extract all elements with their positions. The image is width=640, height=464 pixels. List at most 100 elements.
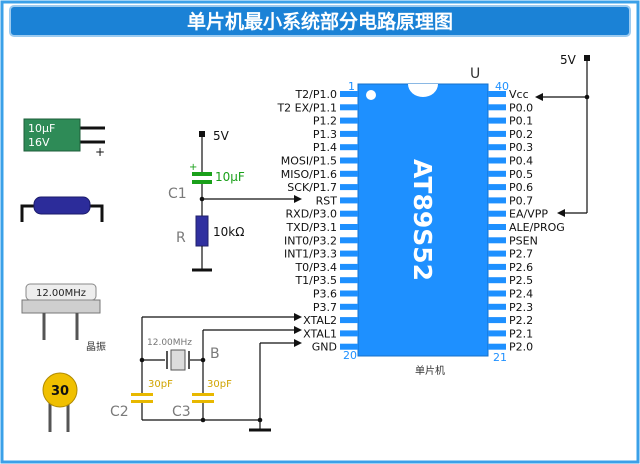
left-pin-label: RST [316,194,338,207]
left-pin-label: P1.2 [313,115,337,128]
right-pin-lead [488,317,506,324]
left-pin-label: T1/P3.5 [294,274,337,287]
elcap-body [23,118,81,152]
right-pin-lead [488,263,506,270]
r-ref: R [176,230,186,246]
right-pin-label: P2.5 [509,274,533,287]
reset-5v-label: 5V [213,129,230,143]
right-pin-lead [488,250,506,257]
right-pin-lead [488,144,506,151]
ceramic-body [42,372,78,408]
crystal-b-value: 12.00MHz [147,338,192,348]
elcap-plus: + [95,145,105,159]
right-pin-label: P0.4 [509,155,533,168]
left-pin-label: P1.4 [313,141,337,154]
elcap-line1: 10μF [28,122,55,135]
right-pin-group: VccP0.0P0.1P0.2P0.3P0.4P0.5P0.6P0.7EA/VP… [488,88,565,354]
xtal2-arrow [294,313,302,321]
left-pin-lead [340,343,358,350]
left-pin-label: INT0/P3.2 [284,234,337,247]
c1-plus: + [189,162,197,173]
right-pin-label: P2.4 [509,288,533,301]
crystal-b-body [170,349,186,371]
right-pin-label: ALE/PROG [509,221,565,234]
vcc-terminal [584,55,590,61]
right-pin-label: P0.3 [509,141,533,154]
c2-plate-bottom [131,400,153,403]
left-pin-lead [340,197,358,204]
left-pin-label: GND [312,341,337,354]
ea-arrow [557,209,565,217]
elcap-line2: 16V [28,136,50,149]
right-pin-lead [488,343,506,350]
left-pin-label: RXD/P3.0 [286,208,337,221]
c2-ref: C2 [110,404,129,420]
pin40-number: 40 [495,80,509,93]
vcc-label: 5V [560,53,577,67]
left-pin-lead [340,290,358,297]
crystal-caption: 晶振 [86,340,106,353]
vcc-junction [584,94,590,100]
chip-ref: U [470,66,480,82]
diagram-title: 单片机最小系统部分电路原理图 [187,10,453,33]
right-pin-lead [488,104,506,111]
left-pin-label: INT1/P3.3 [284,248,337,261]
crystal-circuit: 12.00MHz B 30pF C2 30pF C3 [110,313,302,432]
c1-plate-top [192,172,212,176]
resistor-body [33,196,91,215]
right-pin-lead [488,330,506,337]
left-pin-lead [340,210,358,217]
left-pin-lead [340,263,358,270]
cap-ground-junction [200,417,206,423]
left-pin-lead [340,144,358,151]
left-pin-lead [340,157,358,164]
chip-name: AT89S52 [408,159,437,281]
left-pin-group: T2/P1.0T2 EX/P1.1P1.2P1.3P1.4MOSI/P1.5MI… [276,88,358,354]
right-pin-lead [488,237,506,244]
crystal-base [21,299,101,314]
gnd-arrow [294,339,302,347]
c3-ref: C3 [172,404,191,420]
left-pin-label: T2 EX/P1.1 [276,101,337,114]
right-pin-label: P0.1 [509,115,533,128]
right-pin-label: P0.2 [509,128,533,141]
left-pin-lead [340,277,358,284]
left-pin-lead [340,250,358,257]
left-pin-lead [340,170,358,177]
right-pin-lead [488,91,506,97]
left-pin-label: TXD/P3.1 [285,221,337,234]
rst-junction [199,196,205,202]
c3-plate-top [192,393,214,396]
left-pin-label: P3.6 [313,288,337,301]
left-pin-label: T2/P1.0 [294,88,337,101]
right-pin-label: P2.1 [509,327,533,340]
left-pin-lead [340,184,358,191]
right-pin-label: Vcc [509,88,529,101]
legend-resistor [20,196,104,222]
ceramic-label: 30 [51,384,69,399]
crystal-left-junction [139,357,145,363]
right-pin-label: P0.0 [509,101,533,114]
right-pin-label: P2.6 [509,261,533,274]
right-pin-lead [488,210,506,217]
left-pin-label: XTAL1 [303,327,337,340]
left-pin-lead [340,330,358,337]
left-pin-label: XTAL2 [303,314,337,327]
c1-ref: C1 [168,186,187,202]
c3-plate-bottom [192,400,214,403]
chip-caption: 单片机 [415,364,445,377]
crystal-can [25,283,97,301]
left-pin-label: P1.3 [313,128,337,141]
pin20-number: 20 [343,349,357,362]
left-pin-lead [340,317,358,324]
right-pin-lead [488,117,506,124]
pin21-number: 21 [493,351,507,364]
right-pin-label: P0.7 [509,194,533,207]
right-pin-label: P0.6 [509,181,533,194]
c1-plate-bottom [192,180,212,184]
right-pin-lead [488,303,506,310]
legend-crystal: 12.00MHz 晶振 [21,283,106,353]
crystal-can-label: 12.00MHz [36,288,86,299]
c1-value: 10μF [215,170,245,184]
